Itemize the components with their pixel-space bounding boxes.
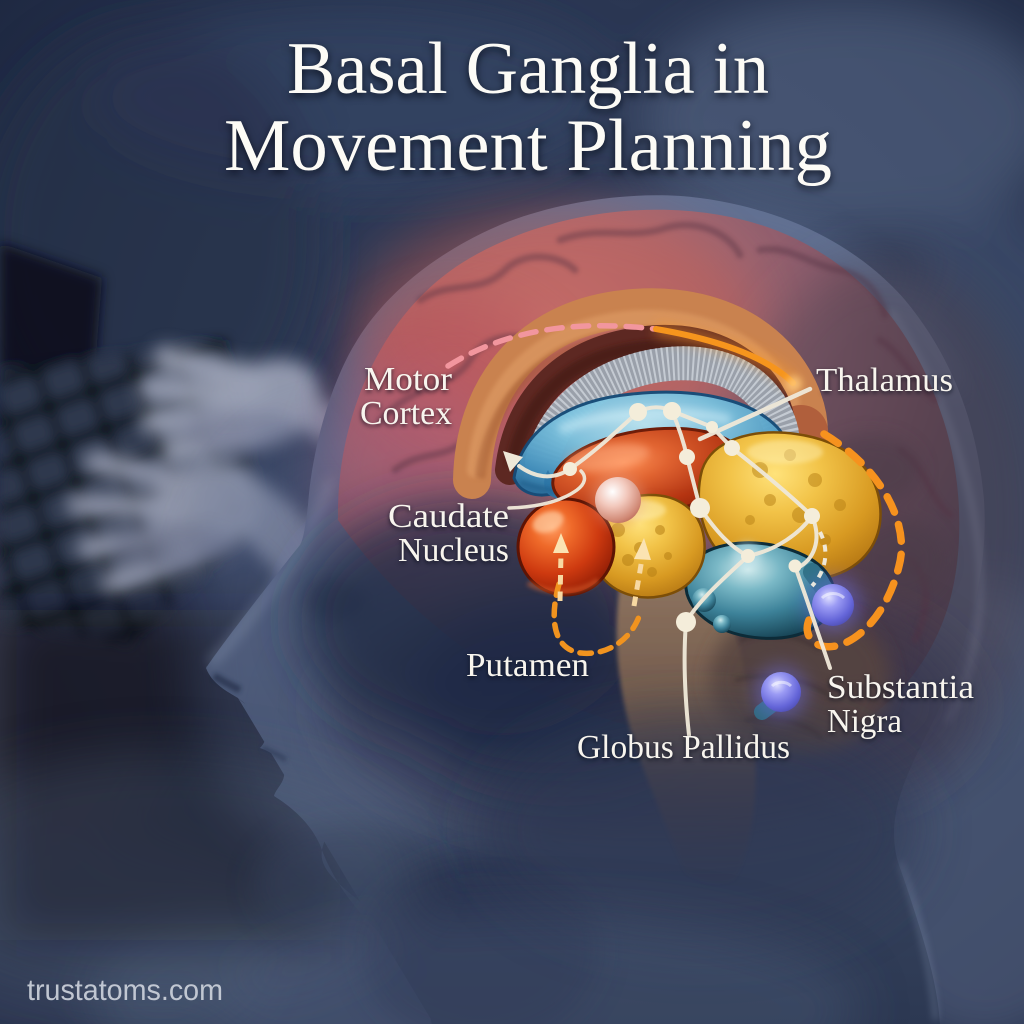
pointer-globus-pallidus-line bbox=[682, 620, 691, 737]
substantia-nigra-blob-lower bbox=[754, 666, 807, 720]
watermark: trustatoms.com bbox=[27, 974, 223, 1007]
pathway-nodes bbox=[563, 402, 820, 632]
label-substantia-line1: Substantia bbox=[827, 669, 974, 706]
label-motor-cortex-line1: Motor bbox=[364, 361, 453, 398]
label-putamen: Putamen bbox=[466, 647, 589, 684]
pointer-substantia-nigra-line bbox=[793, 564, 832, 670]
caudate-internal-arrow bbox=[553, 533, 569, 602]
lower-brain-wash bbox=[480, 710, 920, 950]
structure-labels: Motor Cortex Thalamus Caudate Nucleus Pu… bbox=[360, 361, 974, 766]
label-thalamus: Thalamus bbox=[816, 362, 953, 399]
motor-pathway-solid-orange bbox=[653, 326, 796, 386]
label-globus-pallidus: Globus Pallidus bbox=[577, 729, 790, 766]
teal-small-ball-2 bbox=[713, 615, 731, 633]
label-substantia-line2: Nigra bbox=[827, 703, 902, 740]
pointer-caudate-line bbox=[507, 469, 587, 510]
title-line-2: Movement Planning bbox=[224, 105, 832, 187]
title-block: Basal Ganglia in Movement Planning bbox=[224, 28, 832, 187]
label-caudate-line2: Nucleus bbox=[398, 532, 509, 569]
substantia-nigra-blob-upper bbox=[803, 563, 861, 633]
signal-arrows bbox=[445, 321, 906, 657]
title-line-1: Basal Ganglia in bbox=[287, 28, 769, 110]
foreground-fog bbox=[0, 750, 860, 1024]
pointer-thalamus-line bbox=[697, 386, 813, 442]
pink-sphere-shape bbox=[591, 473, 645, 527]
nostril-shadow bbox=[212, 672, 242, 694]
nape-rim-light bbox=[897, 861, 939, 1021]
lip-line bbox=[261, 745, 288, 763]
white-dashed-mini-arc bbox=[810, 531, 828, 588]
putamen-internal-arrow bbox=[631, 538, 651, 607]
putamen-loop-dashed bbox=[551, 581, 644, 657]
feedback-arc-dashed bbox=[803, 430, 906, 651]
nose-bridge-highlight bbox=[206, 476, 337, 668]
label-motor-cortex-line2: Cortex bbox=[360, 395, 452, 432]
motor-pathway-dashed-pink bbox=[445, 322, 658, 369]
label-caudate-line1: Caudate bbox=[388, 498, 509, 535]
cortex-arrowhead bbox=[503, 451, 523, 472]
brain-illustration bbox=[300, 195, 1024, 950]
orange-path-glow-tip bbox=[786, 376, 802, 392]
